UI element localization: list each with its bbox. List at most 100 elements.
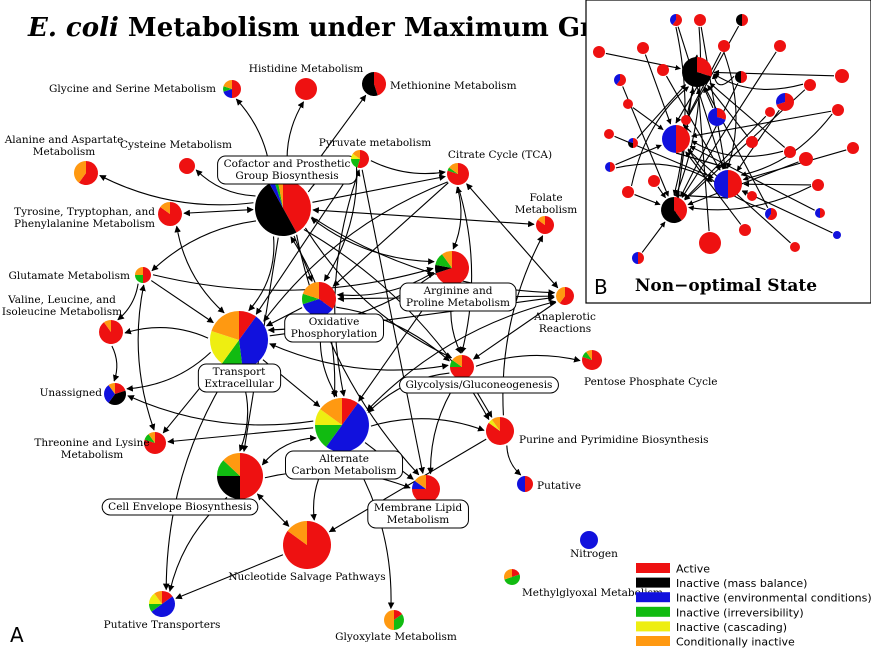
b-node-slice-environmental	[614, 74, 620, 85]
node-valine-pie	[99, 320, 124, 345]
legend-item-active: Active	[636, 563, 710, 576]
b-edge	[687, 149, 791, 244]
b-node	[714, 170, 742, 198]
node-nucleotide-label: Nucleotide Salvage Pathways	[228, 571, 385, 583]
node-glycine-pie-slice-active	[232, 80, 241, 98]
panel-b-edges	[605, 25, 847, 253]
node-tca-label-line: Citrate Cycle (TCA)	[448, 149, 552, 161]
node-pentose-label: Pentose Phosphate Cycle	[584, 376, 718, 388]
node-glycine-pie-slice-environmental	[223, 89, 232, 98]
edge-transport-valine	[124, 327, 209, 339]
node-arginine-pie-slice-conditional	[442, 251, 452, 268]
b-node	[648, 175, 660, 187]
b-node-slice-environmental	[670, 14, 676, 25]
b-node	[832, 104, 844, 116]
legend-label: Inactive (mass balance)	[676, 577, 807, 590]
b-node	[765, 207, 778, 221]
b-node	[784, 146, 796, 158]
b-node	[628, 138, 638, 148]
node-glycine-pie-slice-conditional	[223, 80, 232, 89]
node-pyruvate-label-line: Pyruvate metabolism	[319, 137, 432, 149]
node-cofactor-label-box	[217, 155, 358, 185]
node-anaplerotic-pie	[556, 287, 574, 305]
b-edge	[684, 115, 767, 200]
b-edge	[632, 107, 664, 131]
edge-nucleotide-putative_transporters	[175, 554, 284, 600]
node-cofactor-pie-slice-active	[283, 180, 311, 233]
node-cysteine-label: Cysteine Metabolism	[120, 139, 232, 151]
b-node	[622, 186, 634, 198]
node-glycolysis-label-line: Glycolysis/Gluconeogenesis	[406, 379, 553, 391]
node-folate-pie	[536, 216, 554, 234]
node-nucleotide-label-line: Nucleotide Salvage Pathways	[228, 571, 385, 583]
panel-a-letter: A	[10, 623, 24, 647]
b-node	[835, 69, 849, 83]
b-node	[736, 14, 748, 26]
b-edge	[636, 84, 687, 139]
node-alanine-label-line: Metabolism	[33, 146, 96, 158]
node-pyruvate-pie-slice-active	[357, 150, 369, 168]
b-node	[614, 74, 626, 87]
b-node-slice-active	[697, 57, 713, 77]
b-node-slice-active	[674, 197, 688, 221]
b-node-slice-active	[676, 125, 690, 153]
node-arginine-label-box	[399, 282, 517, 312]
node-putative-label-line: Putative	[537, 480, 581, 492]
title-rest: Metabolism under Maximum Growth	[119, 13, 665, 43]
b-edge	[673, 192, 729, 199]
node-purine-label-line: Purine and Pyrimidine Biosynthesis	[519, 434, 709, 446]
legend-item-conditional: Conditionally inactive	[636, 636, 795, 649]
node-valine-pie-slice-active	[99, 320, 124, 345]
edge-glutamate-arginine	[152, 266, 434, 291]
node-glutamate-pie	[135, 267, 151, 283]
node-putative-pie-slice-active	[525, 476, 533, 492]
node-transport-label-box	[197, 363, 282, 393]
node-oxphos-pie-slice-irreversibility	[302, 293, 319, 305]
node-anaplerotic-label-line: Anaplerotic	[533, 311, 596, 323]
edge-pyruvate-oxphos	[323, 169, 358, 282]
b-node-slice-environmental	[776, 93, 785, 105]
b-node	[681, 115, 691, 125]
b-edge	[657, 186, 666, 199]
node-putative: Putative	[517, 476, 581, 492]
b-node-slice-environmental	[628, 138, 633, 143]
b-node	[604, 129, 614, 139]
b-edge	[713, 69, 835, 77]
b-edge	[681, 51, 777, 198]
node-glutamate-pie-slice-conditional	[135, 267, 143, 275]
node-alternate-label-line: Carbon Metabolism	[291, 465, 396, 477]
node-transport-pie-slice-environmental	[239, 316, 268, 369]
node-envelope-label-box	[101, 498, 259, 516]
node-pentose: Pentose Phosphate Cycle	[582, 350, 718, 388]
node-glyoxylate-pie-slice-active	[394, 610, 403, 620]
node-oxphos-pie	[302, 282, 336, 316]
node-glycolysis-pie	[450, 355, 474, 379]
node-glycine-pie-slice-irreversibility	[223, 86, 232, 92]
node-cofactor-pie-slice-mass_balance	[254, 183, 297, 237]
node-putative_transporters-label: Putative Transporters	[104, 619, 221, 631]
b-edge	[672, 26, 686, 196]
node-transport-pie	[210, 311, 268, 369]
node-membrane-label-line: Membrane Lipid	[374, 502, 463, 514]
node-cofactor-label-line: Cofactor and Prosthetic	[224, 158, 351, 170]
node-methionine-pie-slice-active	[374, 72, 386, 96]
node-unassigned-pie-slice-conditional	[108, 383, 115, 394]
node-alternate-pie-slice-environmental	[326, 403, 369, 452]
node-membrane-label-box	[367, 499, 469, 529]
node-glutamate-label: Glutamate Metabolism	[8, 270, 130, 282]
node-envelope-pie	[217, 453, 263, 499]
node-folate-label-line: Folate	[529, 192, 562, 204]
node-cysteine: Cysteine Metabolism	[120, 139, 232, 174]
b-node	[815, 208, 825, 218]
legend-label: Inactive (environmental conditions)	[676, 592, 871, 605]
node-transport-label-line: Extracellular	[204, 378, 274, 390]
edge-cofactor-glutamate	[151, 220, 257, 272]
b-node-slice-environmental	[662, 125, 676, 153]
node-envelope-pie-slice-conditional	[223, 453, 240, 476]
node-tyrosine-label-line: Phenylalanine Metabolism	[14, 218, 155, 230]
node-nucleotide-pie	[283, 521, 331, 569]
